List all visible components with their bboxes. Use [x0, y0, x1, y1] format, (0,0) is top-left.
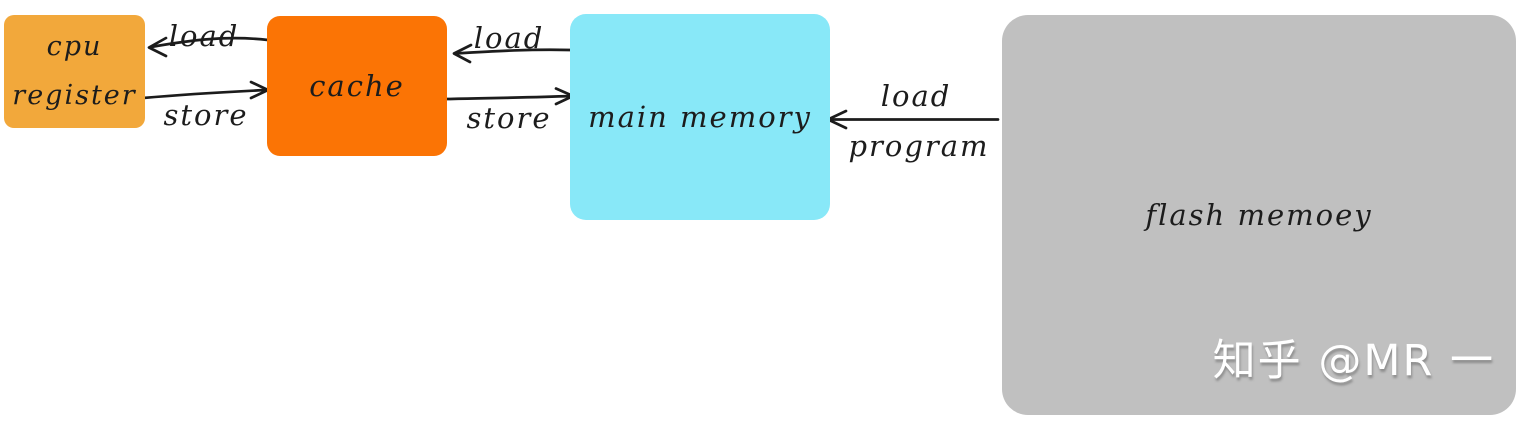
- edge-label-load-cache-to-cpu: load: [168, 19, 240, 53]
- node-label-line: register: [12, 79, 137, 111]
- edge-label-loadprogram-line1: load: [880, 79, 952, 113]
- arrow-head: [452, 43, 473, 64]
- edge-label-load-mainmemory-to-cache: load: [473, 21, 545, 55]
- arrow-head: [826, 109, 848, 130]
- node-label-flash-memory: flash memoey: [1145, 197, 1373, 232]
- arrow-head: [249, 80, 270, 100]
- arrow-shaft: [141, 88, 268, 100]
- arrow-loadprogram-flash-to-mainmemory: [826, 109, 1000, 130]
- arrow-shaft: [445, 94, 573, 101]
- node-flash-memory: flash memoey: [1002, 15, 1516, 415]
- edge-label-store-cache-to-mainmemory: store: [466, 101, 552, 135]
- node-label-cache: cache: [309, 68, 405, 103]
- node-label-line: cpu: [46, 30, 103, 62]
- node-label-cpu-register: cpu register: [12, 23, 136, 120]
- node-main-memory: main memory: [570, 14, 830, 220]
- node-cache: cache: [267, 16, 447, 156]
- zhihu-watermark: 知乎 @MR 一: [1212, 336, 1495, 386]
- node-cpu-register: cpu register: [4, 15, 145, 128]
- arrow-store-cpu-to-cache: [141, 80, 270, 100]
- arrow-head: [147, 36, 168, 58]
- edge-label-store-cpu-to-cache: store: [163, 98, 249, 132]
- edge-label-loadprogram-line2: program: [848, 129, 990, 163]
- node-label-main-memory: main memory: [588, 99, 812, 134]
